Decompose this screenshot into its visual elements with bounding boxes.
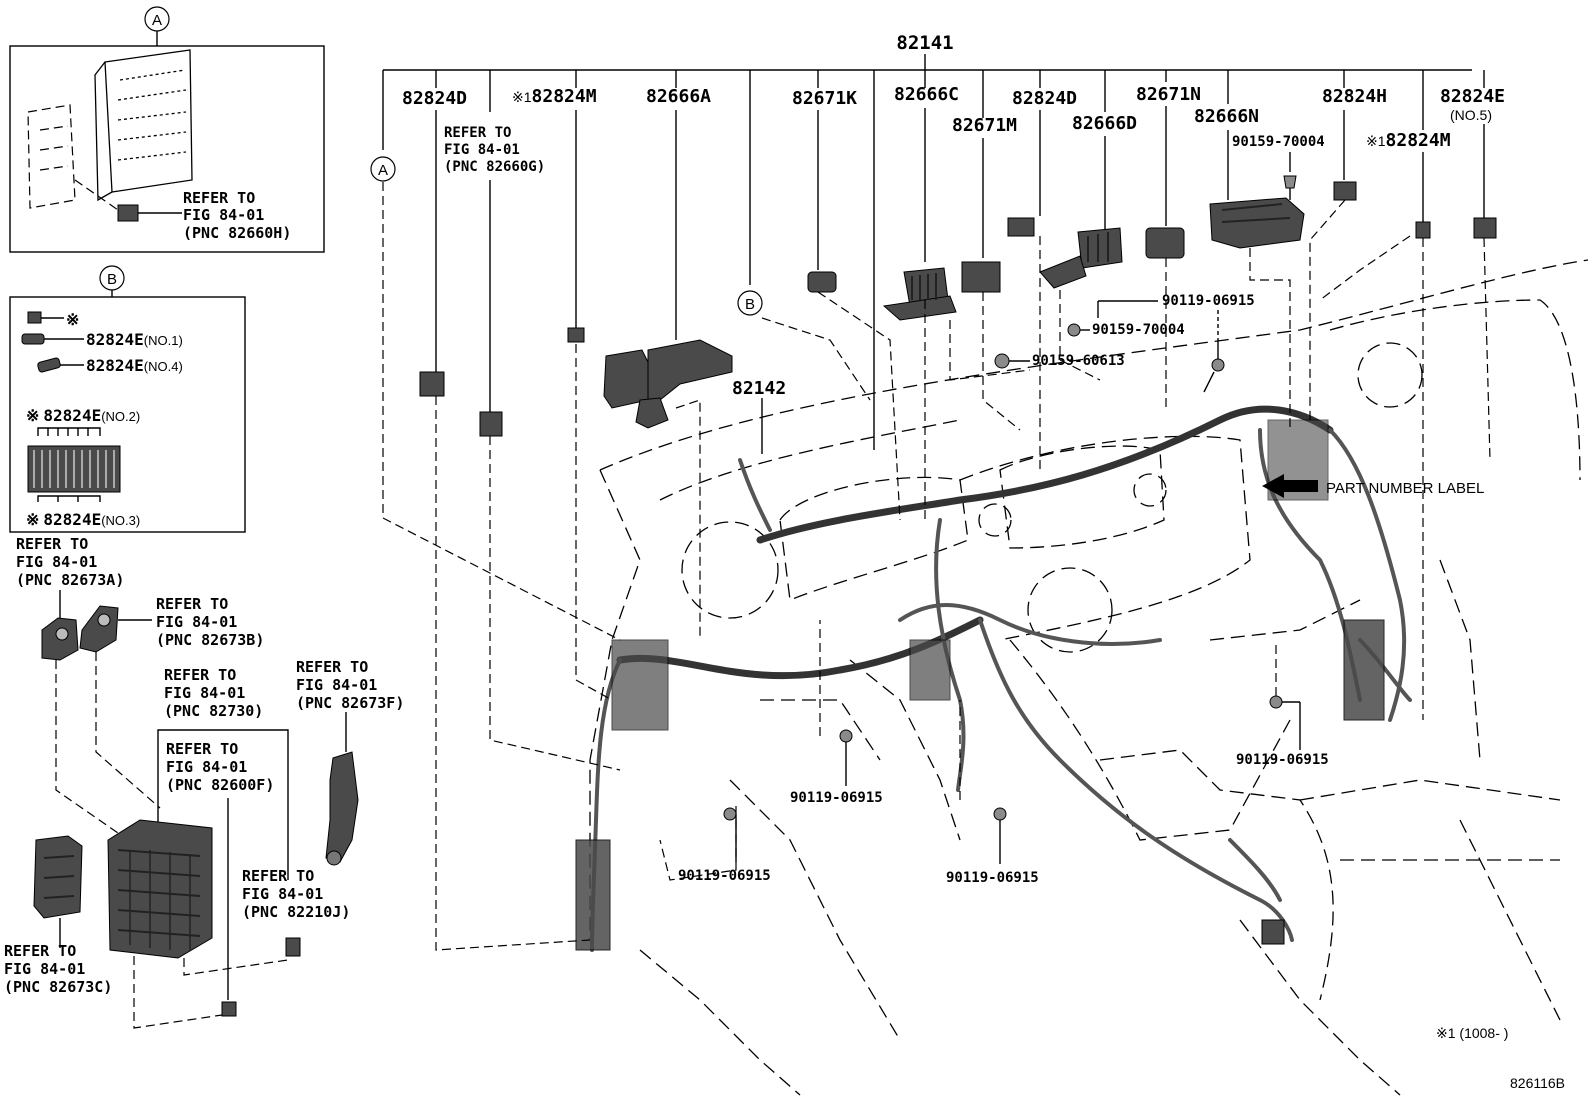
pn-90159-70004-b: 90159-70004 (1092, 322, 1185, 338)
figure-code: 826116B (1510, 1075, 1565, 1091)
connector-82824m-right (1415, 221, 1431, 239)
pn-82666n: 82666N (1194, 106, 1259, 127)
connector-82600f (221, 1001, 237, 1017)
pn-82671m: 82671M (952, 115, 1017, 136)
wire-harness-82141 (575, 405, 1412, 952)
inset-b-item-3: ※82824E(NO.2) (26, 406, 140, 425)
inset-b-item-0-mark: ※ (66, 310, 79, 329)
connector-82671k (807, 271, 837, 293)
inset-a-frame (9, 45, 325, 253)
refer-82673f: REFER TO FIG 84-01 (PNC 82673F) (296, 658, 404, 712)
pn-90119-06915-right: 90119-06915 (1236, 752, 1329, 768)
pn-82671n: 82671N (1136, 84, 1201, 105)
connector-82824h (1333, 181, 1357, 201)
connector-82666c (882, 267, 957, 321)
refer-82660h: REFER TO FIG 84-01 (PNC 82660H) (183, 189, 291, 242)
pn-82824m: ※182824M (512, 86, 597, 107)
inset-b-label: B (107, 271, 117, 288)
bracket-82673c (33, 835, 83, 948)
refer-82673b: REFER TO FIG 84-01 (PNC 82673B) (156, 595, 264, 649)
connector-82824d-right (1007, 217, 1035, 237)
bracket-82673f (325, 712, 359, 866)
bracket-82673b (79, 605, 152, 653)
connector-82824m (567, 327, 585, 343)
vehicle-interior-outline (589, 259, 1589, 1096)
callout-b (737, 290, 763, 316)
refer-82210j: REFER TO FIG 84-01 (PNC 82210J) (242, 867, 350, 921)
pn-90159-70004-top: 90159-70004 (1232, 134, 1325, 150)
part-number-label: PART NUMBER LABEL (1326, 480, 1484, 497)
relay-block-82666a (603, 339, 733, 429)
inset-b-item-2: 82824E(NO.4) (86, 356, 183, 375)
pn-82824d-right: 82824D (1012, 88, 1077, 109)
bolt-90119-06915-center (839, 729, 853, 786)
refer-82673a: REFER TO FIG 84-01 (PNC 82673A) (16, 535, 124, 589)
connector-82660h (117, 204, 139, 222)
refer-82730: REFER TO FIG 84-01 (PNC 82730) (164, 666, 263, 720)
main-part-bracket: 82141 (382, 32, 1485, 450)
bolt-90119-06915-right (1269, 695, 1301, 750)
connector-82824e (1473, 217, 1497, 239)
inset-b-connector-1 (27, 311, 42, 324)
connector-82824d-left (419, 371, 445, 397)
junction-block-drawing (27, 49, 193, 222)
pn-82824e-sub: (NO.5) (1450, 107, 1492, 123)
pn-82824d-left: 82824D (402, 88, 467, 109)
junction-block-82730 (107, 819, 213, 959)
bolt-lower-right-of-60613 (1203, 310, 1225, 393)
pn-82666d: 82666D (1072, 113, 1137, 134)
connector-82660g (479, 411, 503, 437)
bolt-90159-70004-top (1283, 175, 1297, 200)
inset-a-label: A (152, 12, 162, 29)
bolt-90119-06915-lower (993, 807, 1007, 864)
pn-82671k: 82671K (792, 88, 857, 109)
pn-90119-06915-left: 90119-06915 (678, 868, 771, 884)
refer-82673c: REFER TO FIG 84-01 (PNC 82673C) (4, 942, 112, 996)
inset-b-frame (9, 296, 246, 533)
refer-82660g: REFER TO FIG 84-01 (PNC 82660G) (444, 125, 545, 175)
connector-array-no2-no3 (27, 427, 121, 502)
connector-82666d (1039, 227, 1123, 289)
callout-a-label: A (378, 162, 388, 179)
inset-a: A REFER TO FIG 84-01 (PNC 82660H) (9, 6, 325, 253)
relay-82666n (1209, 197, 1305, 249)
pn-90119-06915-a: 90119-06915 (1162, 293, 1255, 309)
footnote: ※1 (1008- ) (1436, 1025, 1508, 1041)
inset-b-item-4: ※82824E(NO.3) (26, 510, 140, 529)
main-part-number: 82141 (896, 32, 953, 54)
pn-82824m-right: ※182824M (1366, 130, 1451, 151)
inset-b-connector-3 (37, 357, 61, 373)
connector-82671n (1145, 227, 1185, 259)
part-number-label-callout: PART NUMBER LABEL (1262, 474, 1484, 498)
bolt-90159-70004-b (1067, 323, 1081, 337)
inset-b-connector-2 (21, 333, 45, 345)
inset-b: B ※ 82824E(NO.1) 82824E(NO.4) ※82824E(NO… (9, 265, 246, 533)
refer-82600f: REFER TO FIG 84-01 (PNC 82600F) (166, 740, 274, 794)
inset-b-item-1: 82824E(NO.1) (86, 330, 183, 349)
bolt-90159-60613 (994, 353, 1010, 369)
bolt-90119-06915-left (723, 807, 737, 862)
pn-82666c: 82666C (894, 84, 959, 105)
pn-90119-06915-center: 90119-06915 (790, 790, 883, 806)
callout-a (370, 156, 396, 182)
pn-90119-06915-lower: 90119-06915 (946, 870, 1039, 886)
connector-82210j (285, 937, 301, 957)
bracket-82673a (41, 590, 79, 661)
connector-82671m (961, 261, 1001, 293)
pn-82824e: 82824E (1440, 86, 1505, 107)
pn-82142: 82142 (732, 378, 786, 399)
callout-b-label: B (745, 296, 755, 313)
pn-82824h: 82824H (1322, 86, 1387, 107)
pn-82666a: 82666A (646, 86, 711, 107)
